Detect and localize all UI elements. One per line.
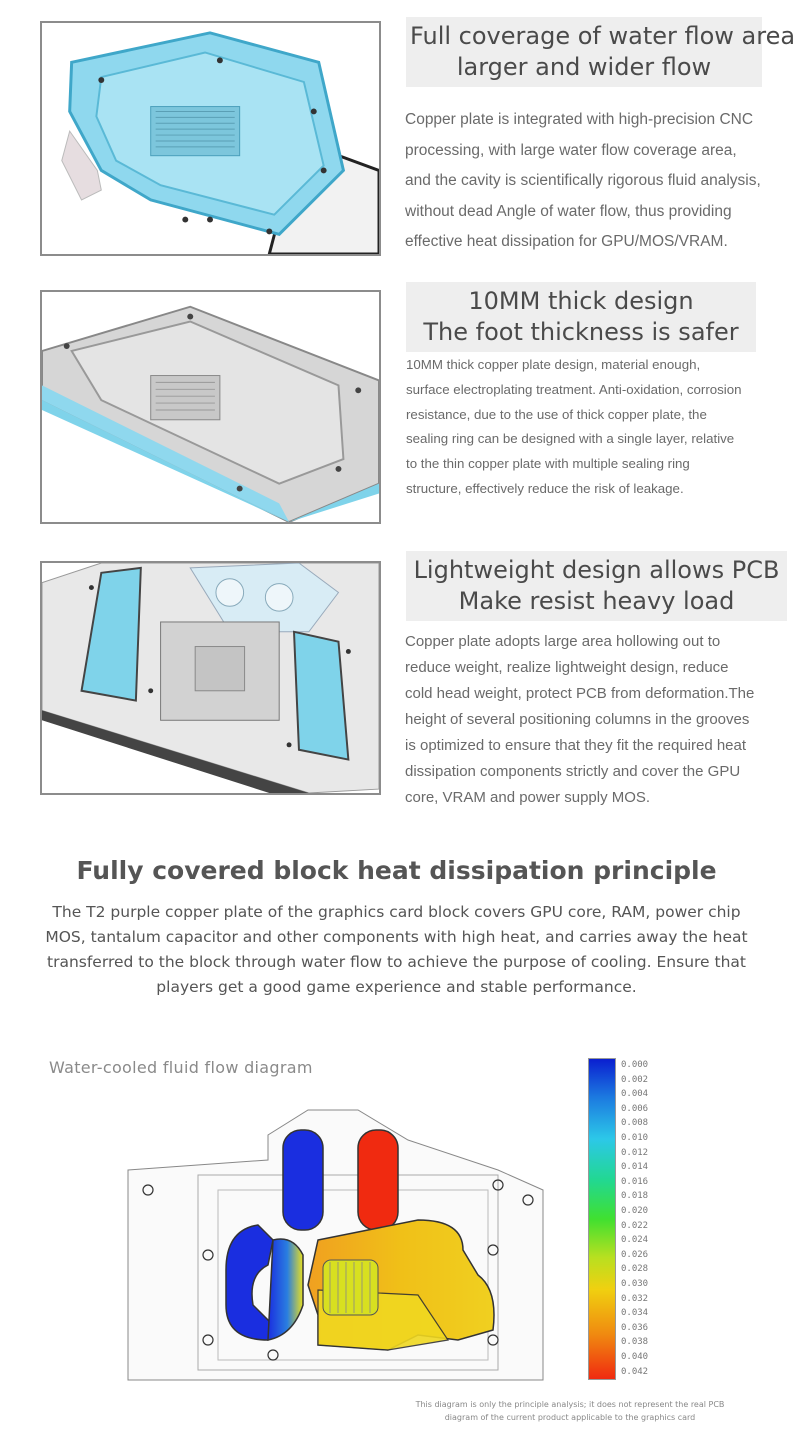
- legend-label: 0.018: [621, 1191, 649, 1202]
- feature-1-text-line-1: Copper plate is integrated with high-pre…: [405, 111, 754, 128]
- feature-1-text: Copper plate is integrated with high-pre…: [405, 105, 790, 258]
- feature-3-text-line-1: Copper plate adopts large area hollowing…: [405, 633, 721, 650]
- feature-1-title: Full coverage of water flow area larger …: [406, 17, 793, 87]
- legend-label: 0.040: [621, 1352, 649, 1362]
- feature-3-text-line-7: core, VRAM and power supply MOS.: [405, 789, 651, 806]
- feature-2-text-line-5: to the thin copper plate with multiple s…: [406, 456, 690, 472]
- feature-2-text-line-4: sealing ring can be designed with a sing…: [406, 431, 735, 447]
- feature-3-title: Lightweight design allows PCB Make resis…: [406, 551, 787, 621]
- feature-2-text: 10MM thick copper plate design, material…: [406, 353, 791, 502]
- legend-label: 0.026: [621, 1249, 649, 1260]
- feature-3-text-line-5: is optimized to ensure that they fit the…: [405, 737, 747, 754]
- feature-3-title-line-2: Make resist heavy load: [458, 587, 735, 615]
- principle-title: Fully covered block heat dissipation pri…: [76, 856, 717, 885]
- feature-2-text-line-1: 10MM thick copper plate design, material…: [406, 357, 701, 372]
- diagram-title: Water-cooled fluid flow diagram: [49, 1058, 313, 1077]
- feature-1-text-line-3: and the cavity is scientifically rigorou…: [405, 172, 761, 189]
- feature-2-text-line-3: resistance, due to the use of thick copp…: [406, 406, 707, 422]
- legend-label: 0.012: [621, 1147, 649, 1158]
- feature-2-title-line-2: The foot thickness is safer: [423, 318, 739, 346]
- feature-3-text-line-6: dissipation components strictly and cove…: [405, 763, 741, 780]
- feature-1-text-line-5: effective heat dissipation for GPU/MOS/V…: [405, 233, 728, 250]
- feature-3-text-line-3: cold head weight, protect PCB from defor…: [405, 685, 755, 702]
- diagram-disclaimer: This diagram is only the principle analy…: [380, 1398, 760, 1424]
- legend-label: 0.004: [621, 1089, 649, 1100]
- legend-label: 0.032: [621, 1293, 649, 1304]
- legend-label: 0.006: [621, 1103, 649, 1114]
- legend-label: 0.024: [621, 1235, 649, 1246]
- legend-label: 0.016: [621, 1176, 649, 1187]
- disclaimer-line-2: diagram of the current product applicabl…: [444, 1413, 696, 1422]
- lightweight-block-image: [40, 561, 381, 795]
- principle-text-line-1: The T2 purple copper plate of the graphi…: [52, 903, 741, 921]
- fluid-flow-diagram: [127, 1109, 544, 1381]
- feature-3-text-line-4: height of several positioning columns in…: [405, 711, 750, 728]
- feature-1-title-line-1: Full coverage of water flow area: [410, 22, 793, 50]
- legend-label: 0.042: [621, 1366, 649, 1377]
- legend-label: 0.014: [621, 1162, 649, 1173]
- feature-2-text-line-6: structure, effectively reduce the risk o…: [406, 480, 684, 496]
- legend-label: 0.034: [621, 1308, 649, 1319]
- thick-copper-plate-image: [40, 290, 381, 524]
- water-flow-image: [40, 21, 381, 256]
- legend-label: 0.030: [621, 1279, 649, 1289]
- legend-label: 0.022: [621, 1220, 649, 1231]
- principle-text-line-4: players get a good game experience and s…: [156, 978, 637, 996]
- disclaimer-line-1: This diagram is only the principle analy…: [415, 1400, 725, 1409]
- legend-label: 0.020: [621, 1206, 649, 1216]
- principle-text: The T2 purple copper plate of the graphi…: [28, 900, 765, 1000]
- legend-label: 0.000: [621, 1060, 649, 1070]
- feature-2-text-line-2: surface electroplating treatment. Anti-o…: [406, 381, 742, 397]
- color-legend-bar: [588, 1058, 616, 1380]
- legend-label: 0.036: [621, 1322, 649, 1333]
- feature-1-text-line-2: processing, with large water flow covera…: [405, 141, 737, 159]
- legend-label: 0.002: [621, 1074, 649, 1085]
- legend-label: 0.010: [621, 1133, 649, 1143]
- feature-3-text-line-2: reduce weight, realize lightweight desig…: [405, 659, 729, 676]
- legend-label: 0.008: [621, 1118, 649, 1129]
- legend-label: 0.028: [621, 1264, 649, 1275]
- principle-text-line-2: MOS, tantalum capacitor and other compon…: [45, 928, 748, 946]
- feature-3-title-line-1: Lightweight design allows PCB: [413, 556, 780, 584]
- feature-1-title-line-2: larger and wider flow: [456, 53, 712, 81]
- feature-2-title-line-1: 10MM thick design: [468, 287, 694, 315]
- feature-2-title: 10MM thick design The foot thickness is …: [406, 282, 756, 352]
- feature-1-text-line-4: without dead Angle of water flow, thus p…: [405, 202, 732, 220]
- legend-label: 0.038: [621, 1337, 649, 1348]
- feature-3-text: Copper plate adopts large area hollowing…: [405, 629, 790, 811]
- principle-text-line-3: transferred to the block through water f…: [47, 953, 746, 971]
